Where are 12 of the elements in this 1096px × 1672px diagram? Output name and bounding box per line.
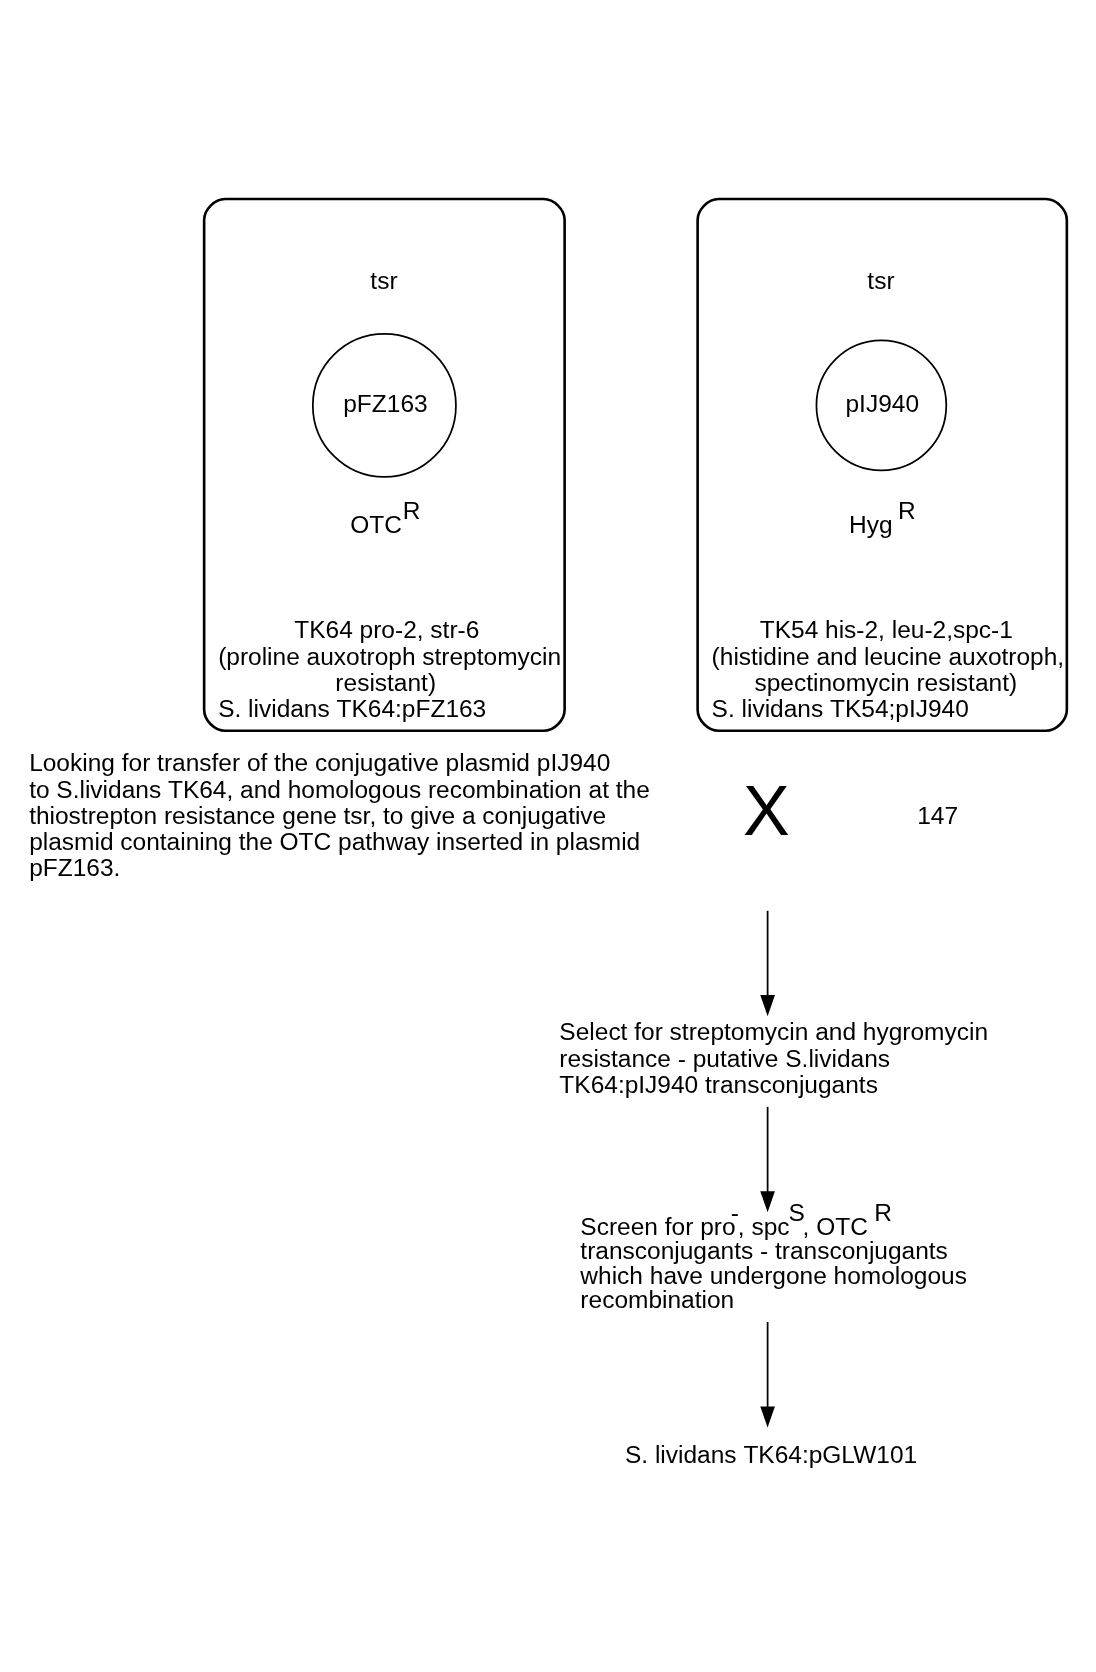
node-label: tsr [867,266,895,294]
node-circle: pIJ940 [815,339,948,471]
arrow [760,909,775,1016]
node-text: S. lividans TK64:pGLW101 [625,1440,918,1468]
label: Looking for transfer of the conjugative plasmid pIJ940 to S.lividans TK64, and homologous recombination at the thiostrepton resistance gene tsr, to give a conjugative plasmid containing the OTC pathway inserted in plasmid pFZ163. [29,748,650,881]
node-circle: pFZ163 [311,332,457,478]
label: 147 [917,801,959,829]
node-text: Select for streptomycin and hygromycin resistance - putative S.lividans TK64:pIJ940 transconjugants [559,1017,989,1098]
node-label: tsr [370,266,398,294]
label: X [743,771,790,850]
arrow [760,1105,775,1212]
arrow [760,1320,775,1427]
